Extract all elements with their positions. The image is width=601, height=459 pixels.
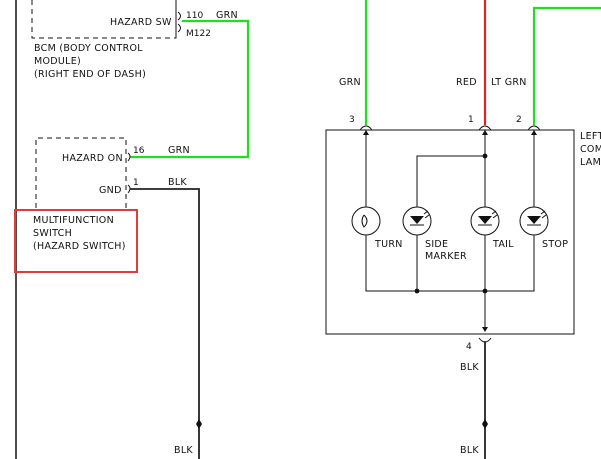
switch-connector-symbol-1 [127,152,131,162]
switch-name-line-3: (HAZARD SWITCH) [33,241,126,252]
bcm-module: HAZARD SW 110 GRN M122 BCM (BODY CONTROL… [31,0,238,80]
wire-grn-hazard [129,19,250,159]
switch-gnd-wire: BLK [168,177,187,188]
right-ground-wire-label: BLK [460,445,479,456]
bulb-label-tail: TAIL [492,239,514,250]
bulb-label-side: SIDE [425,239,448,250]
switch-gnd-pin: 1 [133,178,139,188]
bcm-name-line-1: BCM (BODY CONTROL [34,43,143,54]
input-wire-2: RED [456,77,477,88]
bcm-pin-number: 110 [186,11,203,21]
switch-name-line-1: MULTIFUNCTION [33,215,114,226]
bcm-wire-color: GRN [216,10,238,21]
switch-connector-symbol-2 [127,184,131,194]
highlight-box [14,209,138,273]
switch-gnd-label: GND [99,185,122,196]
input-wire-3: LT GRN [491,77,527,88]
left-ground-wire-label: BLK [174,445,193,456]
bulb-label-turn: TURN [374,239,403,250]
left-ground-splice: BLK [174,419,202,456]
lamp-housing [325,129,575,335]
bulb-turn [351,206,381,236]
bulb-tail [470,206,500,236]
bulb-label-stop: STOP [542,239,568,250]
switch-hazard-on-wire: GRN [168,145,190,156]
input-pin-2: 1 [468,115,474,125]
bcm-name-line-3: (RIGHT END OF DASH) [34,69,146,80]
lamp-name-line-2: COM [580,144,601,155]
switch-name-line-2: SWITCH [33,228,72,239]
ground-pin: 4 [466,342,472,352]
bcm-name-line-2: MODULE) [34,56,81,67]
bcm-connector-symbol [177,11,181,33]
bulb-label-marker: MARKER [425,251,467,262]
right-ground-splice: BLK [460,419,488,456]
ground-wire-label: BLK [460,362,479,373]
switch-hazard-on-pin: 16 [133,146,145,156]
bcm-hazard-sw-label: HAZARD SW [110,17,172,28]
switch-outline [35,137,127,208]
input-wire-1: GRN [339,77,361,88]
input-pin-3: 2 [516,115,522,125]
switch-hazard-on-label: HAZARD ON [62,153,123,164]
bcm-connector-id: M122 [186,29,211,39]
lamp-name-line-3: LAM [580,157,601,168]
lamp-assembly: GRN RED LT GRN 3 1 2 [325,0,601,459]
lamp-name-line-1: LEFT [580,131,601,142]
wire-blk-switch-ground [130,188,200,459]
bulb-stop [519,206,549,236]
bulb-side-marker [402,206,432,236]
splice-diamond [196,419,202,429]
multifunction-switch: HAZARD ON 16 GRN GND 1 BLK MULTIFUNCTION… [14,137,200,459]
input-pin-1: 3 [349,115,355,125]
wire-ltgrn-pin2 [532,6,601,126]
